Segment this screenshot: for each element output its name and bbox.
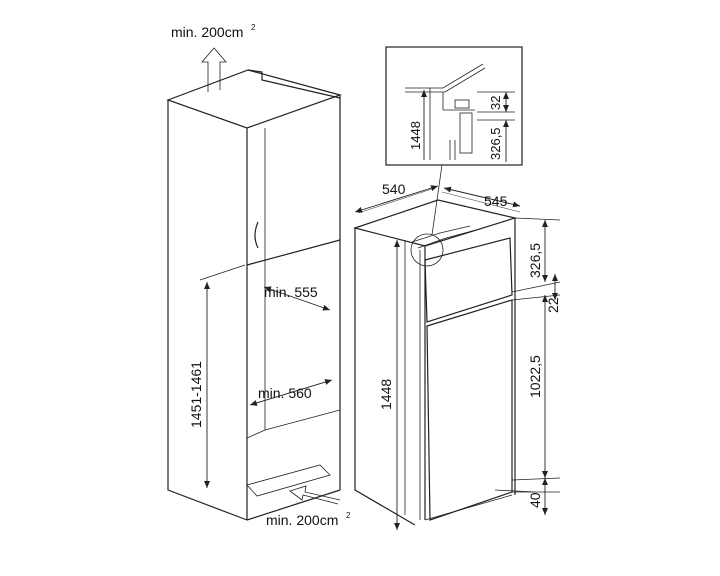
appliance-height-label: 1448 bbox=[378, 379, 394, 410]
niche-width-upper-line bbox=[263, 286, 331, 311]
appliance-dimensions bbox=[354, 185, 561, 530]
cabinet-niche bbox=[166, 47, 343, 521]
vent-bottom-label: min. 200cm bbox=[266, 512, 338, 528]
gap-label: 22 bbox=[545, 297, 561, 313]
detail-dim-b-label: 326,5 bbox=[488, 127, 503, 160]
vent-top-sup: 2 bbox=[251, 23, 256, 32]
niche-height-label: 1451-1461 bbox=[188, 361, 204, 428]
detail-height-label: 1448 bbox=[408, 121, 423, 150]
appliance bbox=[352, 187, 536, 526]
detail-dim-a-label: 32 bbox=[488, 96, 503, 110]
appliance-width-label: 540 bbox=[382, 181, 406, 197]
niche-width-upper-label: min. 555 bbox=[264, 284, 318, 300]
lower-section-label: 1022,5 bbox=[527, 355, 543, 398]
niche-width-lower-line bbox=[249, 379, 333, 406]
appliance-depth-label: 545 bbox=[484, 193, 508, 209]
detail-circle bbox=[410, 233, 444, 267]
niche-dimensions bbox=[199, 264, 333, 488]
plinth-label: 40 bbox=[527, 492, 543, 508]
upper-section-label: 326,5 bbox=[527, 243, 543, 278]
vent-bottom-sup: 2 bbox=[346, 511, 351, 520]
niche-width-lower-label: min. 560 bbox=[258, 385, 312, 401]
vent-top-label: min. 200cm bbox=[171, 24, 243, 40]
detail-box bbox=[385, 46, 523, 166]
